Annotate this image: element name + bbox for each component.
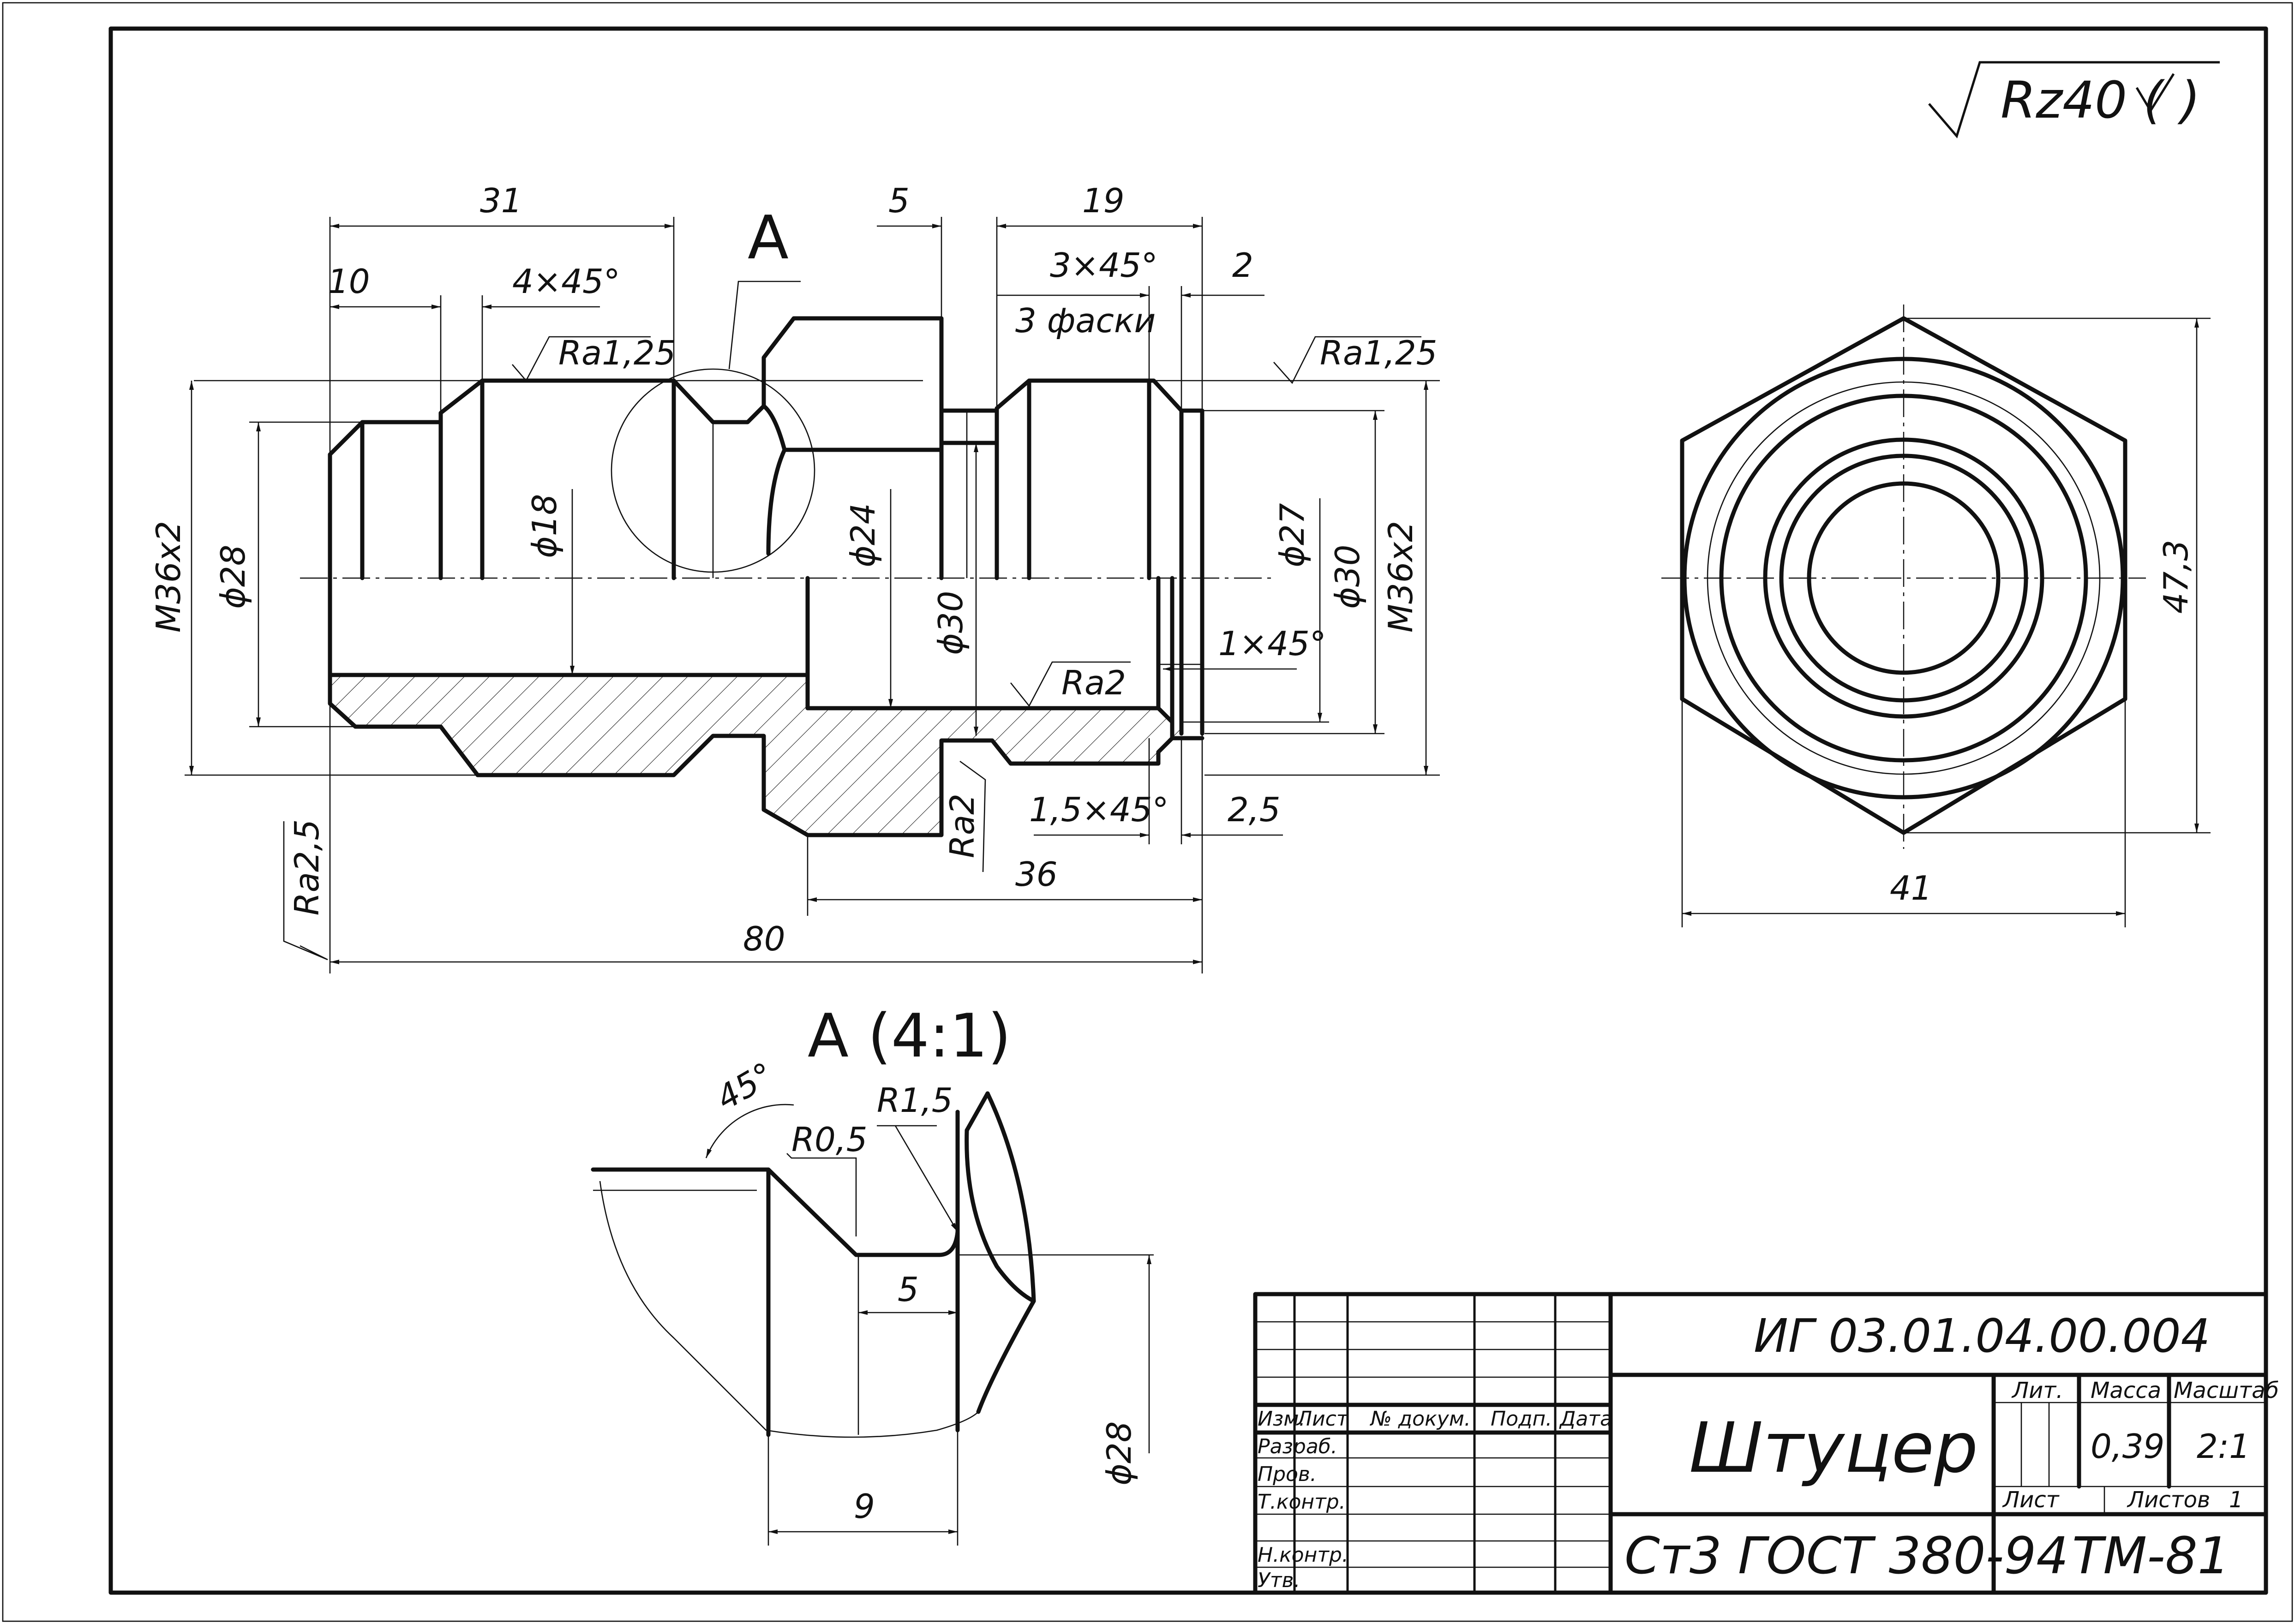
svg-text:1×45°: 1×45° <box>1218 624 1326 663</box>
svg-text:Ra2: Ra2 <box>943 794 982 858</box>
svg-text:Изм.: Изм. <box>1258 1407 1306 1431</box>
document-number: ИГ 03.01.04.00.004 <box>1754 1309 2210 1363</box>
svg-text:Лист: Лист <box>2002 1487 2060 1513</box>
svg-text:2:1: 2:1 <box>2197 1427 2250 1466</box>
svg-text:4×45°: 4×45° <box>512 262 620 301</box>
detail-a-circle <box>611 368 815 573</box>
svg-text:Утв.: Утв. <box>1258 1569 1300 1592</box>
svg-text:Пров.: Пров. <box>1258 1463 1317 1486</box>
group: ТМ-81 <box>2072 1526 2230 1585</box>
svg-text:10: 10 <box>328 262 370 301</box>
svg-text:ϕ27: ϕ27 <box>1273 503 1312 567</box>
svg-text:5: 5 <box>888 181 910 220</box>
bore-step <box>805 706 1174 740</box>
svg-text:1,5×45°: 1,5×45° <box>1029 790 1168 829</box>
svg-text:0,39: 0,39 <box>2091 1427 2164 1466</box>
svg-text:ϕ28: ϕ28 <box>1100 1421 1139 1485</box>
part-name: Штуцер <box>1689 1408 1978 1488</box>
svg-text:45°: 45° <box>710 1055 780 1118</box>
svg-text:R1,5: R1,5 <box>877 1081 953 1120</box>
detail-a-label: А (4:1) <box>808 1001 1011 1071</box>
svg-text:Ra2: Ra2 <box>1061 663 1126 702</box>
roughness-note-text: Rz40 ( <box>2001 71 2165 130</box>
svg-text:19: 19 <box>1082 181 1125 220</box>
side-view-hex: 47,3 41 <box>1661 304 2211 927</box>
svg-text:№ докум.: № докум. <box>1369 1407 1471 1431</box>
svg-text:Листов: Листов <box>2127 1487 2210 1513</box>
svg-text:Т.контр.: Т.контр. <box>1258 1490 1346 1514</box>
svg-text:2,5: 2,5 <box>1228 790 1281 829</box>
svg-text:R0,5: R0,5 <box>791 1120 868 1159</box>
svg-text:ϕ30: ϕ30 <box>1328 544 1367 609</box>
svg-text:2: 2 <box>1232 246 1253 285</box>
svg-text:Лист: Лист <box>1296 1407 1349 1431</box>
svg-text:Подп.: Подп. <box>1491 1407 1552 1431</box>
svg-text:ϕ30: ϕ30 <box>931 591 970 655</box>
bore-outline <box>328 576 810 677</box>
svg-text:31: 31 <box>480 181 522 220</box>
svg-text:Ra1,25: Ra1,25 <box>1320 334 1437 372</box>
svg-text:Разраб.: Разраб. <box>1258 1435 1337 1458</box>
svg-text:M36x2: M36x2 <box>1381 521 1420 633</box>
svg-text:80: 80 <box>743 919 785 958</box>
svg-text:9: 9 <box>854 1487 875 1526</box>
svg-text:41: 41 <box>1890 869 1932 908</box>
main-dimensions <box>185 217 1440 973</box>
svg-text:Масштаб: Масштаб <box>2174 1378 2279 1403</box>
svg-text:Ra1,25: Ra1,25 <box>558 334 676 372</box>
svg-text:M36x2: M36x2 <box>149 521 188 633</box>
svg-text:Н.контр.: Н.контр. <box>1258 1543 1348 1567</box>
main-dimension-texts: 31 10 4×45° 5 19 3×45° 2 3 фаски Ra1,25 … <box>149 181 1437 958</box>
svg-text:3×45°: 3×45° <box>1050 246 1158 285</box>
svg-text:Дата: Дата <box>1559 1407 1612 1431</box>
svg-text:47,3: 47,3 <box>2157 540 2195 614</box>
svg-text:Масса: Масса <box>2091 1378 2161 1403</box>
general-roughness-note: Rz40 ( ) <box>1928 61 2220 139</box>
view-a-label: А <box>748 203 789 273</box>
part-outline-bottom <box>328 576 1204 837</box>
detail-a-view: А (4:1) 45° R0,5 R1,5 5 9 ϕ28 <box>591 1001 1154 1546</box>
svg-text:ϕ24: ϕ24 <box>844 503 882 567</box>
material: Ст3 ГОСТ 380-94 <box>1624 1526 2068 1585</box>
svg-text:36: 36 <box>1015 855 1058 894</box>
roughness-note-tail: ) <box>2177 71 2200 130</box>
svg-text:1: 1 <box>2229 1487 2243 1513</box>
svg-text:ϕ18: ϕ18 <box>525 494 564 558</box>
drawing-frame <box>108 26 2268 1595</box>
title-block: ИГ 03.01.04.00.004 Штуцер Ст3 ГОСТ 380-9… <box>1253 1292 2279 1595</box>
svg-text:3 фаски: 3 фаски <box>1015 301 1156 340</box>
svg-text:Лит.: Лит. <box>2011 1378 2063 1403</box>
section-hatching <box>330 675 1202 835</box>
svg-text:ϕ28: ϕ28 <box>214 544 252 609</box>
svg-text:5: 5 <box>898 1270 919 1309</box>
main-view: А <box>300 203 1274 837</box>
svg-text:Ra2,5: Ra2,5 <box>288 819 326 916</box>
